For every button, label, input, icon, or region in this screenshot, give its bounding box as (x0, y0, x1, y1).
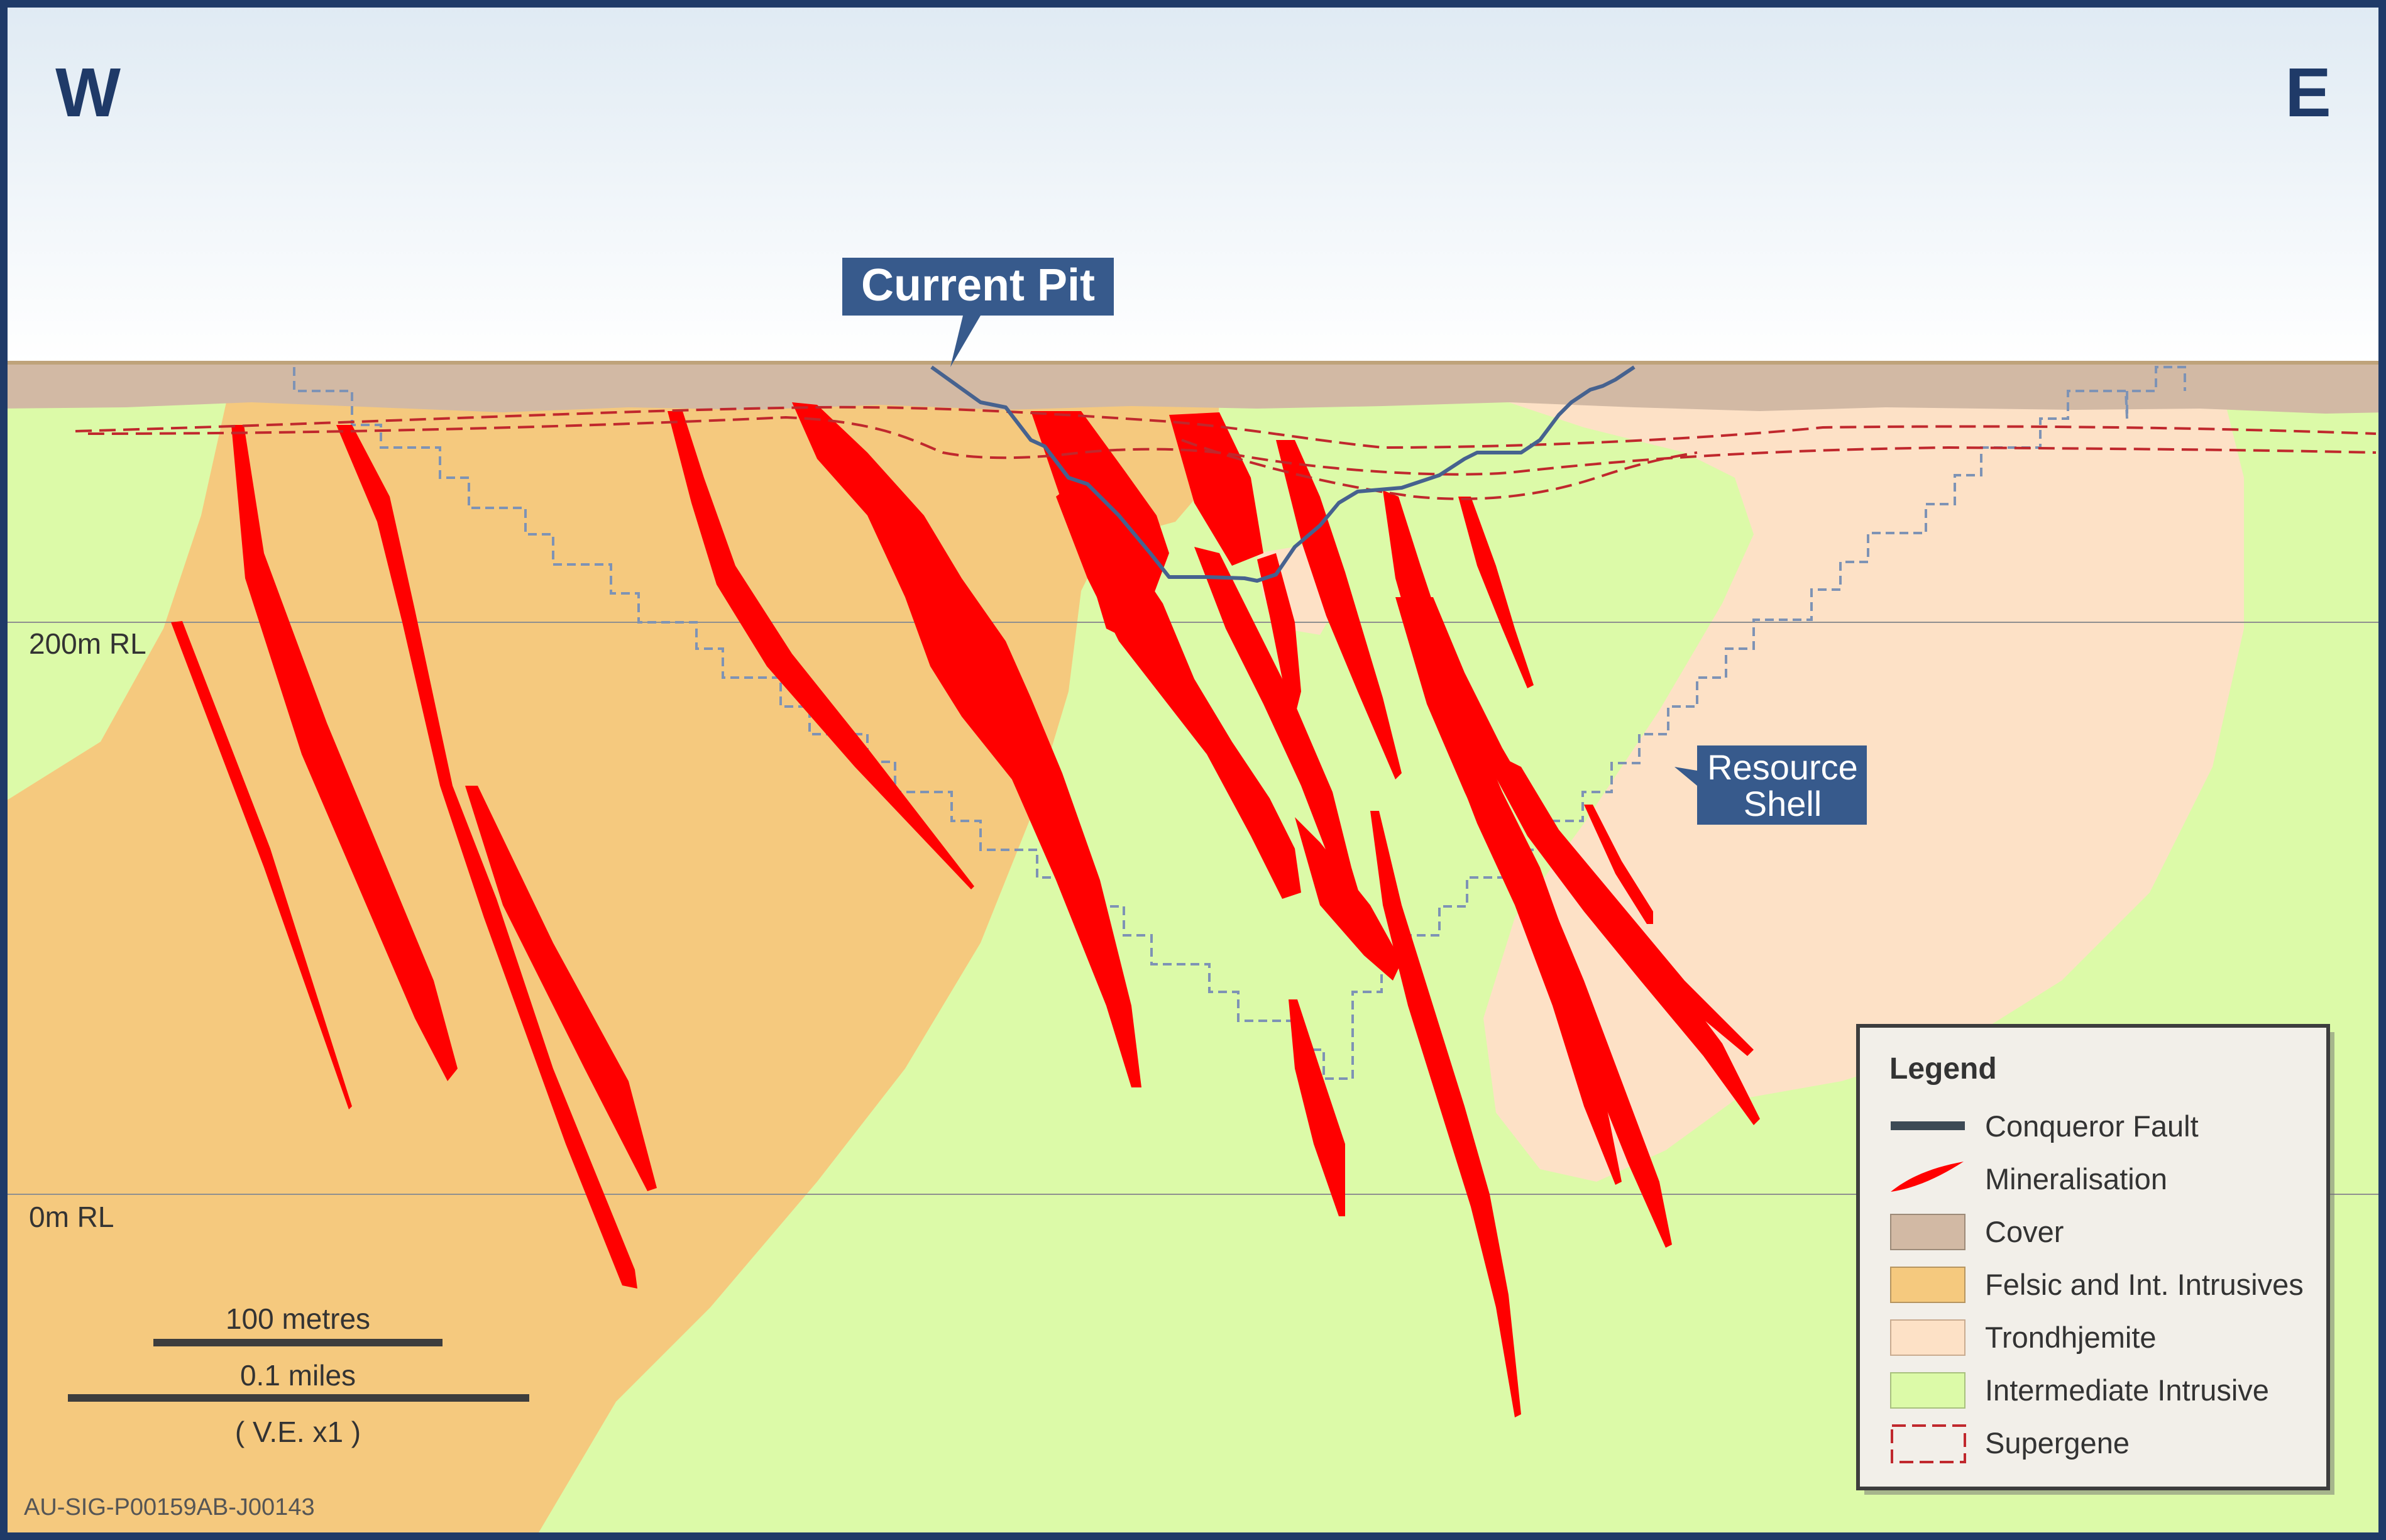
east-label: E (2285, 54, 2331, 131)
supergene-swatch (1891, 1424, 1966, 1463)
mineralisation-lens (1295, 817, 1402, 981)
legend-item-label: Felsic and Int. Intrusives (1985, 1268, 2304, 1301)
mineralisation-lens (1496, 754, 1754, 1056)
mineralisation-lens (336, 425, 637, 1289)
figure-code: AU-SIG-P00159AB-J00143 (24, 1494, 315, 1521)
mineralisation-lens (1395, 597, 1672, 1248)
mineralisation-lens (1257, 553, 1301, 717)
rl-0-label: 0m RL (29, 1201, 114, 1233)
legend-item-label: Trondhjemite (1985, 1321, 2157, 1354)
mineralisation-lens (1056, 478, 1301, 899)
scale-miles-bar (68, 1394, 529, 1402)
legend-title: Legend (1889, 1052, 1997, 1086)
resource-shell-label-line2: Shell (1744, 784, 1822, 823)
legend-item-label: Cover (1985, 1215, 2064, 1248)
supergene-boundaries (75, 405, 2377, 500)
mineralisation-lens (1458, 497, 1534, 688)
mineralisation-lens (171, 621, 352, 1109)
resource-shell-outline (293, 366, 2186, 1080)
intermediate-swatch (1890, 1372, 1965, 1409)
current-pit-callout: Current Pit (842, 258, 1114, 367)
resource-shell-callout: Resource Shell (1674, 745, 1867, 825)
legend: Legend Conqueror Fault Mineralisation Co… (1856, 1024, 2334, 1495)
legend-box (1856, 1024, 2330, 1490)
current-pit-label: Current Pit (861, 260, 1095, 311)
mineralisation-swatch (1891, 1162, 1964, 1192)
resource-shell-label-line1: Resource (1707, 747, 1858, 787)
current-pit-outline (930, 365, 1636, 583)
scale-miles-label: 0.1 miles (240, 1359, 356, 1392)
mineralisation-lens (1194, 547, 1370, 935)
mineralisation-lens (1584, 805, 1653, 924)
felsic-swatch (1890, 1267, 1965, 1303)
cover-unit (8, 361, 2378, 414)
mineralisation-lens (465, 786, 657, 1191)
legend-item-label: Intermediate Intrusive (1985, 1373, 2269, 1407)
sky (8, 8, 2378, 362)
legend-item-label: Supergene (1985, 1426, 2130, 1460)
scale-metres-label: 100 metres (226, 1302, 370, 1335)
vertical-exaggeration-label: ( V.E. x1 ) (235, 1416, 361, 1448)
legend-item-label: Mineralisation (1985, 1162, 2167, 1196)
scale-metres-bar (153, 1339, 443, 1346)
legend-item-label: Conqueror Fault (1985, 1109, 2199, 1143)
mineralisation-lens (1289, 999, 1345, 1216)
trondhjemite-swatch (1890, 1319, 1965, 1356)
west-label: W (55, 54, 121, 131)
conqueror-fault-swatch (1891, 1121, 1965, 1130)
mineralisation-lenses (171, 402, 1760, 1417)
scale-bar: 100 metres 0.1 miles ( V.E. x1 ) (68, 1302, 529, 1448)
mineralisation-lens (1370, 811, 1521, 1417)
rl-200-label: 200m RL (29, 627, 146, 660)
cover-swatch (1890, 1214, 1965, 1250)
mineralisation-lens (231, 425, 458, 1081)
mineralisation-lens (1276, 440, 1402, 779)
